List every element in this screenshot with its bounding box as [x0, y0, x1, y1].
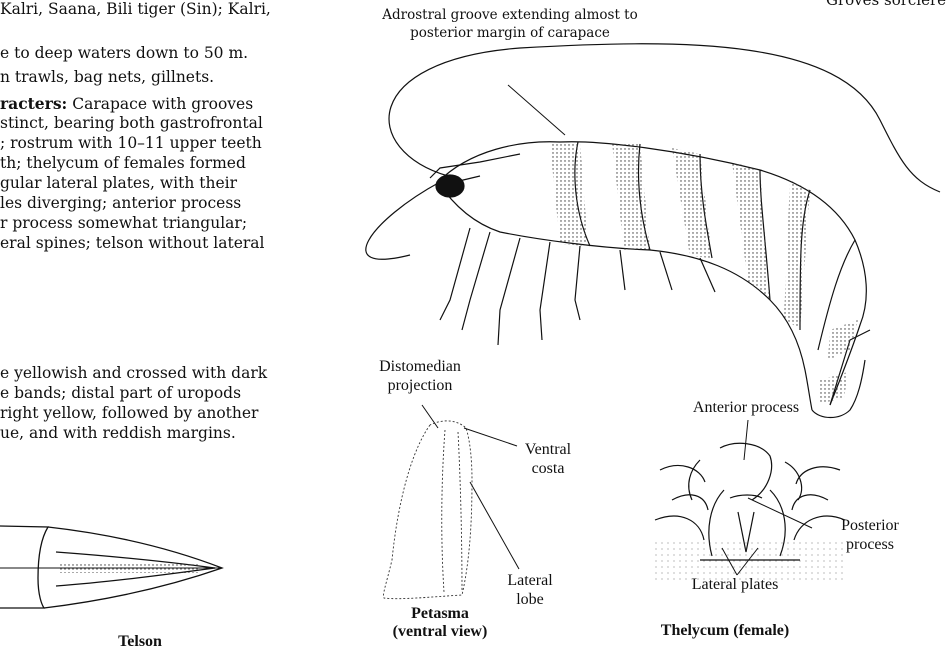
- caption-line: Petasma: [360, 605, 520, 623]
- posterior-process-label: Posterior process: [820, 516, 920, 554]
- label-line: costa: [518, 459, 578, 478]
- thelycum-stipple: [655, 540, 845, 580]
- petasma-caption: Petasma (ventral view): [360, 605, 520, 641]
- adrostral-leader-line: [508, 85, 565, 135]
- adrostral-groove-label: Adrostral groove extending almost to pos…: [370, 6, 650, 42]
- label-line: Distomedian: [360, 357, 480, 376]
- label-line: projection: [360, 376, 480, 395]
- label-line: Posterior: [820, 516, 920, 535]
- label-line: Lateral: [490, 571, 570, 590]
- thelycum-caption: Thelycum (female): [640, 622, 810, 640]
- caption-line: (ventral view): [360, 623, 520, 641]
- label-line: posterior margin of carapace: [370, 24, 650, 42]
- petasma-leaders: [422, 405, 519, 569]
- lateral-lobe-label: Lateral lobe: [490, 571, 570, 609]
- petasma-illustration: [383, 421, 472, 599]
- ventral-costa-label: Ventral costa: [518, 440, 578, 478]
- label-line: Adrostral groove extending almost to: [370, 6, 650, 24]
- label-line: Ventral: [518, 440, 578, 459]
- label-line: process: [820, 535, 920, 554]
- distomedian-projection-label: Distomedian projection: [360, 357, 480, 395]
- lateral-plates-label: Lateral plates: [665, 575, 805, 594]
- anterior-process-label: Anterior process: [646, 398, 846, 417]
- telson-stipple: [60, 562, 200, 573]
- telson-caption: Telson: [80, 633, 200, 651]
- shrimp-bands: [550, 142, 858, 404]
